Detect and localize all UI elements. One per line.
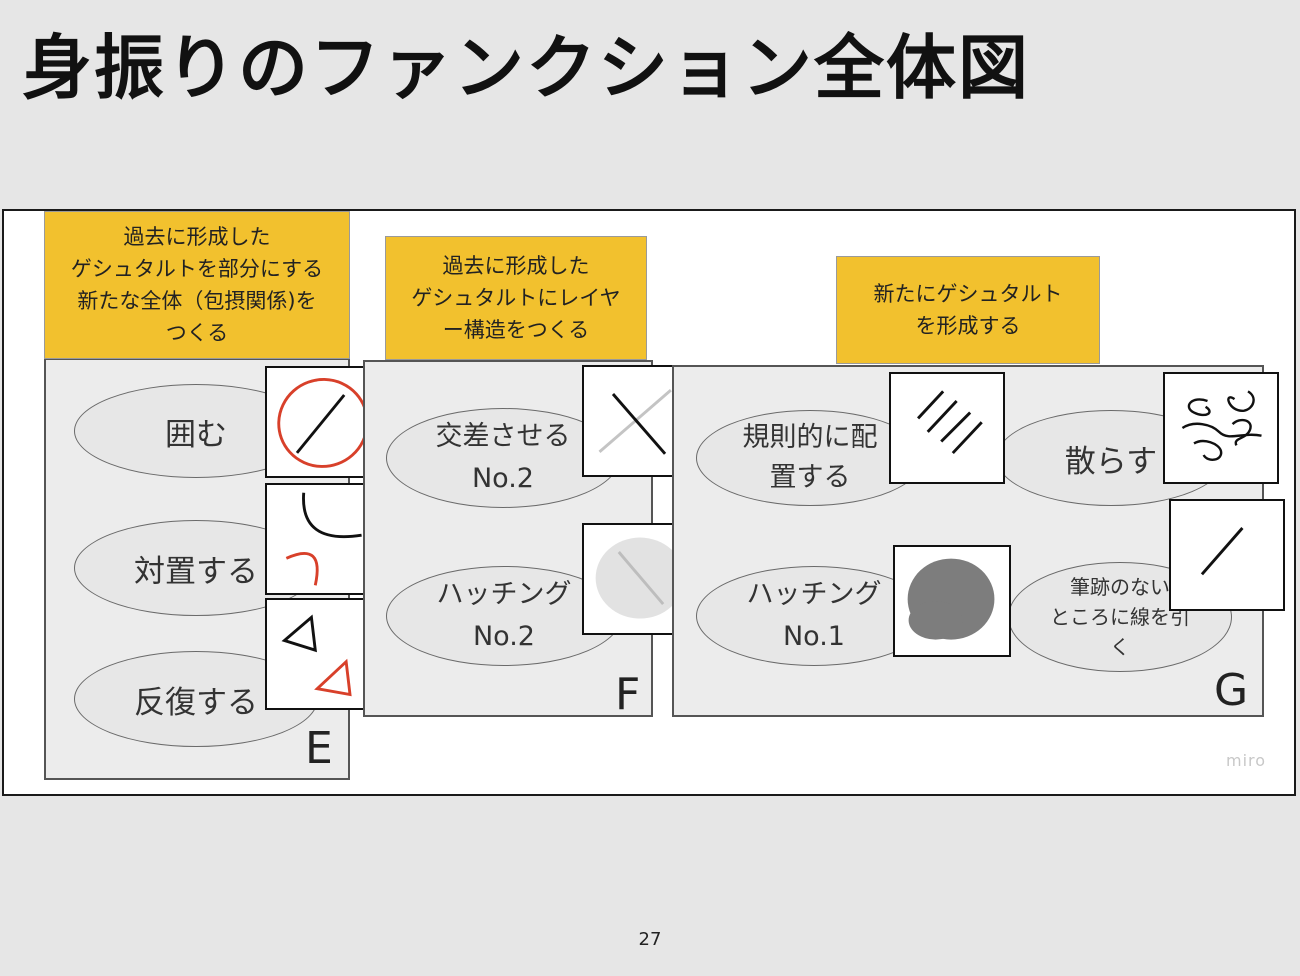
- group-e-note: 過去に形成した ゲシュタルトを部分にする 新たな全体（包摂関係)を つくる: [44, 211, 350, 359]
- enclose-gesture-card: [265, 366, 381, 478]
- single-diagonal-stroke: [1200, 527, 1244, 576]
- oval-repeat: 反復する: [74, 651, 318, 747]
- squiggle-stroke-1: [1187, 398, 1211, 417]
- faint-stroke: [617, 551, 665, 606]
- scatter-gesture-card: [1163, 372, 1279, 484]
- dark-gray-blob-lobe: [908, 601, 963, 640]
- oval-cross-no2: 交差させる No.2: [386, 408, 620, 508]
- group-g-note-text: 新たにゲシュタルト を形成する: [873, 282, 1063, 338]
- red-triangle-stroke: [314, 658, 352, 697]
- regular-arrange-gesture-card: [889, 372, 1005, 484]
- group-e-letter: E: [305, 723, 333, 774]
- group-f-letter: F: [615, 669, 641, 720]
- hatching-no1-gesture-card: [893, 545, 1011, 657]
- squiggle-stroke-4: [1193, 439, 1223, 461]
- parallel-stroke-2: [926, 400, 958, 433]
- group-f-note: 過去に形成した ゲシュタルトにレイヤ ー構造をつくる: [385, 236, 647, 360]
- squiggle-stroke-2: [1227, 390, 1255, 412]
- squiggle-stroke-5: [1231, 418, 1252, 446]
- line-where-no-stroke-gesture-card: [1169, 499, 1285, 611]
- parallel-stroke-1: [917, 390, 945, 420]
- oval-regular-arrange: 規則的に配 置する: [696, 410, 924, 506]
- red-arc-stroke: [285, 552, 319, 586]
- parallel-stroke-3: [940, 411, 972, 443]
- black-arc-stroke: [302, 492, 362, 539]
- parallel-stroke-4: [951, 421, 983, 455]
- black-triangle-stroke: [281, 614, 317, 653]
- page-title: 身振りのファンクション全体図: [22, 27, 1030, 109]
- page-number: 27: [638, 929, 662, 950]
- black-diagonal-stroke: [295, 394, 346, 454]
- group-g-letter: G: [1214, 665, 1249, 716]
- group-g-note: 新たにゲシュタルト を形成する: [836, 256, 1100, 364]
- oval-scatter: 散らす: [996, 410, 1226, 506]
- black-stroke: [611, 393, 667, 455]
- oval-hatching-no1: ハッチング No.1: [696, 566, 932, 666]
- miro-watermark: miro: [1226, 751, 1267, 770]
- group-e-note-text: 過去に形成した ゲシュタルトを部分にする 新たな全体（包摂関係)を つくる: [70, 225, 324, 345]
- repeat-gesture-card: [265, 598, 381, 710]
- group-f-note-text: 過去に形成した ゲシュタルトにレイヤ ー構造をつくる: [411, 254, 621, 342]
